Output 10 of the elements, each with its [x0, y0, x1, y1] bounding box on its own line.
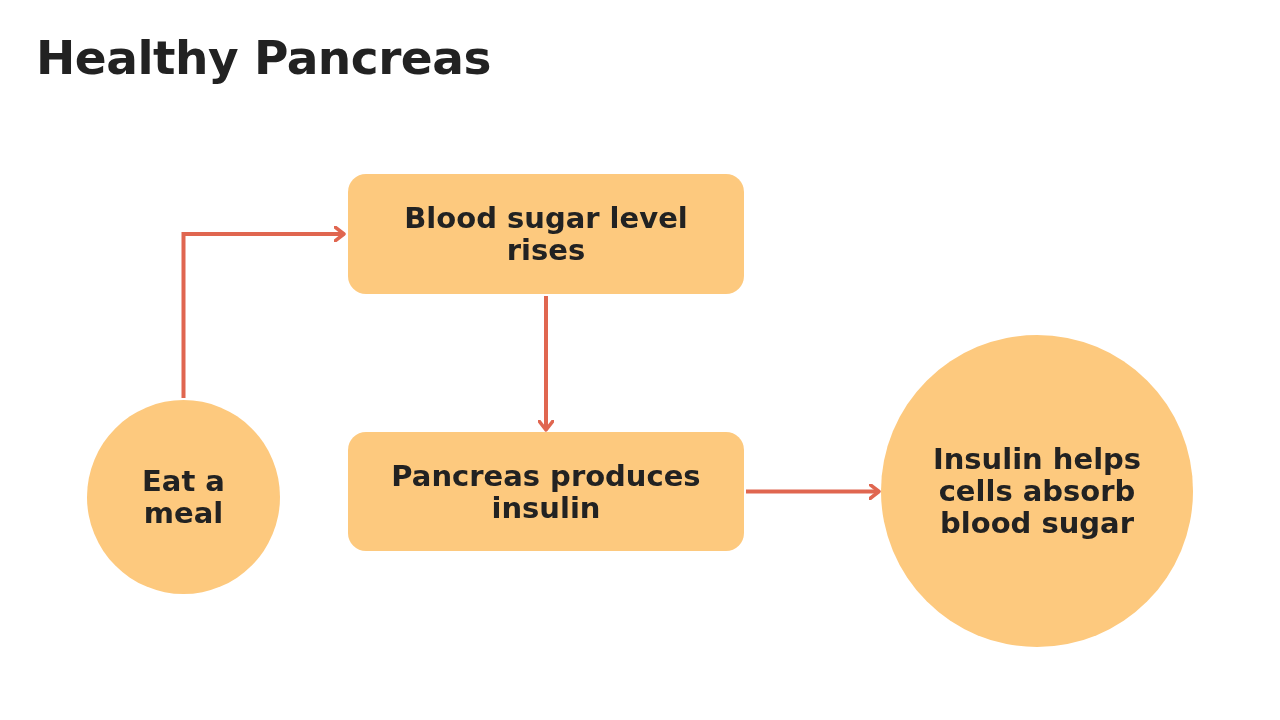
arrow: [746, 482, 881, 501]
arrow: [181, 225, 346, 398]
step-label: Eat a meal: [141, 465, 226, 529]
step-label: Blood sugar level rises: [403, 202, 689, 266]
step-label: Insulin helps cells absorb blood sugar: [931, 443, 1143, 539]
title: Healthy Pancreas: [36, 30, 491, 85]
process-box: [348, 432, 744, 551]
process-box: [348, 174, 744, 294]
arrow: [537, 296, 555, 432]
step-label: Pancreas produces insulin: [390, 459, 702, 524]
